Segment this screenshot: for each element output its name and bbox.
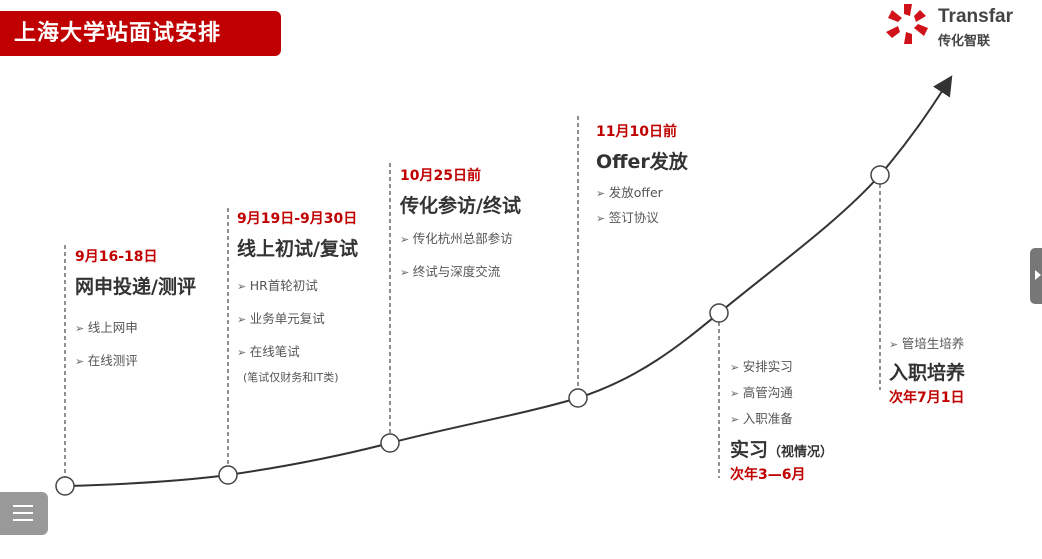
- stage-title: 入职培养: [889, 362, 966, 384]
- stage-title: 实习: [730, 439, 769, 461]
- stage-item: 入职准备: [730, 408, 833, 427]
- stage-title: 线上初试/复试: [237, 238, 358, 260]
- stage-item: 高管沟通: [730, 382, 833, 401]
- stage-title: Offer发放: [596, 151, 688, 173]
- stage-date: 次年7月1日: [889, 390, 965, 406]
- stage-date: 9月16-18日: [75, 249, 158, 265]
- stage-title-suffix: （视情况）: [768, 445, 834, 460]
- milestone-5: [709, 303, 729, 323]
- stage-item: 安排实习: [730, 356, 833, 375]
- milestone-3: [380, 433, 400, 453]
- stage-visit: 10月25日前 传化参访/终试 传化杭州总部参访 终试与深度交流: [400, 165, 521, 280]
- stage-internship: 安排实习 高管沟通 入职准备 实习（视情况） 次年3—6月: [730, 356, 833, 484]
- milestone-1: [55, 476, 75, 496]
- stage-item: 传化杭州总部参访: [400, 228, 521, 247]
- stage-item: 终试与深度交流: [400, 261, 521, 280]
- stage-item: 业务单元复试: [237, 308, 358, 327]
- stage-date: 11月10日前: [596, 124, 677, 140]
- stage-item: 线上网申: [75, 317, 196, 336]
- transfar-logo: Transfar 传化智联: [884, 2, 1034, 49]
- stage-title: 网申投递/测评: [75, 276, 196, 298]
- stage-item: 发放offer: [596, 182, 688, 201]
- logo-text-cn: 传化智联: [938, 34, 991, 49]
- stage-date: 10月25日前: [400, 168, 481, 184]
- stage-application: 9月16-18日 网申投递/测评 线上网申 在线测评: [75, 246, 196, 369]
- menu-button[interactable]: [0, 492, 48, 535]
- page-title: 上海大学站面试安排: [0, 11, 281, 56]
- milestone-6: [870, 165, 890, 185]
- logo-mark-icon: [886, 4, 928, 44]
- stage-item: 签订协议: [596, 207, 688, 226]
- stage-date: 9月19日-9月30日: [237, 211, 358, 227]
- stage-item: 在线笔试: [237, 341, 358, 360]
- stage-interview: 9月19日-9月30日 线上初试/复试 HR首轮初试 业务单元复试 在线笔试 (…: [237, 208, 358, 385]
- stage-offer: 11月10日前 Offer发放 发放offer 签订协议: [596, 121, 688, 226]
- stage-note: (笔试仅财务和IT类): [243, 371, 339, 384]
- stage-date: 次年3—6月: [730, 467, 806, 483]
- stage-item: HR首轮初试: [237, 275, 358, 294]
- milestone-2: [218, 465, 238, 485]
- stage-title: 传化参访/终试: [400, 195, 521, 217]
- stage-item: 管培生培养: [889, 333, 965, 352]
- milestone-4: [568, 388, 588, 408]
- side-panel-toggle[interactable]: [1030, 248, 1042, 304]
- logo-text-en: Transfar: [938, 6, 1013, 27]
- stage-onboarding: 管培生培养 入职培养 次年7月1日: [889, 333, 965, 407]
- stage-item: 在线测评: [75, 350, 196, 369]
